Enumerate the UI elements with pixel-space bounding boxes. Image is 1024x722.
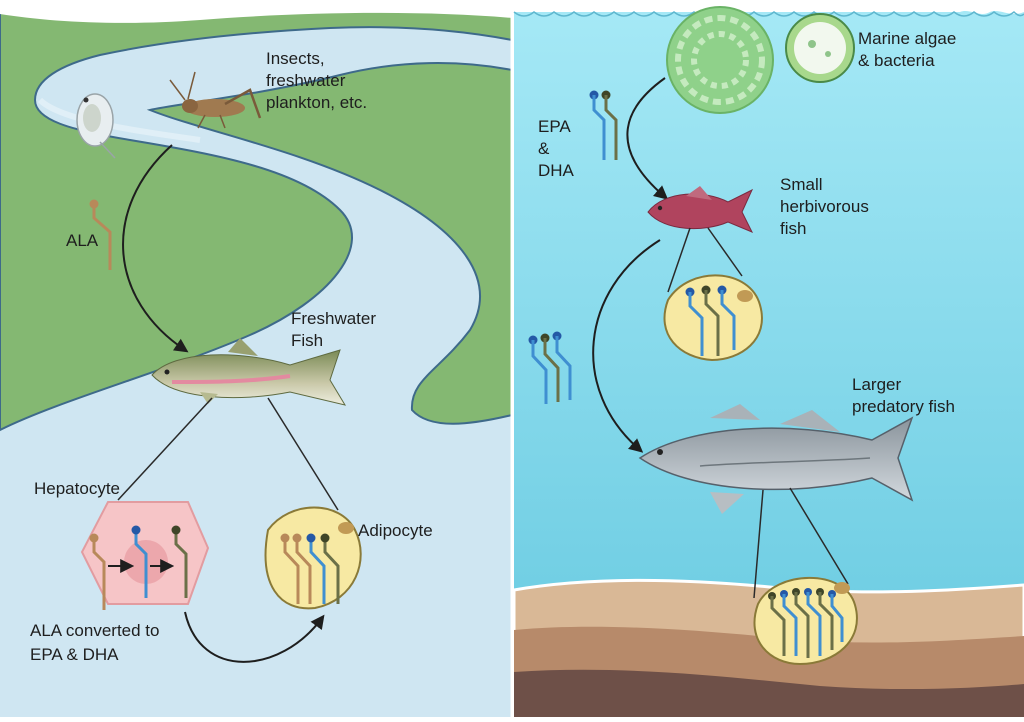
seabed-bottom bbox=[514, 669, 1024, 717]
water-flea-icon bbox=[76, 93, 116, 159]
small-fish-label: Small herbivorous fish bbox=[780, 175, 874, 238]
sky-strip bbox=[0, 0, 512, 23]
prey-label: Insects, freshwater plankton, etc. bbox=[266, 49, 367, 112]
conversion-label: ALA converted to EPA & DHA bbox=[30, 621, 164, 664]
diatom-icon bbox=[666, 6, 774, 114]
adipocyte-cell bbox=[264, 506, 362, 610]
producer-label-line2: & bacteria bbox=[858, 51, 935, 70]
epa-dha-label-line2: & bbox=[538, 139, 550, 158]
small-fish-icon bbox=[647, 186, 754, 233]
epa-dha-molecule-icon bbox=[589, 90, 618, 160]
ala-molecule-icon bbox=[89, 199, 112, 270]
large-fish-label: Larger predatory fish bbox=[852, 375, 955, 416]
freshwater-fish-label-line2: Fish bbox=[291, 331, 323, 350]
freshwater-fish-label-line1: Freshwater bbox=[291, 309, 376, 328]
large-fish-connector-right bbox=[789, 487, 849, 585]
epa-dha-label: EPA & DHA bbox=[538, 117, 575, 180]
conversion-label-line2: EPA & DHA bbox=[30, 645, 119, 664]
epa-dha-label-line3: DHA bbox=[538, 161, 575, 180]
small-fish-cell bbox=[663, 274, 763, 362]
adipocyte-label: Adipocyte bbox=[358, 521, 433, 540]
ala-label: ALA bbox=[66, 231, 99, 250]
small-fish-label-line3: fish bbox=[780, 219, 806, 238]
freshwater-fish-label: Freshwater Fish bbox=[291, 309, 381, 350]
conversion-label-line1: ALA converted to bbox=[30, 621, 159, 640]
sea-surface bbox=[513, 10, 1024, 17]
small-fish-connector-left bbox=[667, 227, 691, 293]
marine-panel: Marine algae & bacteria EPA & DHA Small … bbox=[512, 0, 1024, 719]
prey-label-line3: plankton, etc. bbox=[266, 93, 367, 112]
epa-dha-label-line1: EPA bbox=[538, 117, 571, 136]
large-fish-label-line1: Larger bbox=[852, 375, 901, 394]
bacteria-icon bbox=[785, 13, 855, 83]
hepatocyte-to-adipocyte-arrow bbox=[184, 611, 325, 663]
prey-label-line1: Insects, bbox=[266, 49, 325, 68]
small-to-large-fish-arrow bbox=[592, 239, 661, 453]
producer-label: Marine algae & bacteria bbox=[858, 29, 961, 70]
small-fish-label-line2: herbivorous bbox=[780, 197, 869, 216]
epa-dha-molecule-free-icon bbox=[528, 331, 572, 404]
freshwater-panel: Insects, freshwater plankton, etc. ALA F… bbox=[0, 0, 513, 717]
small-fish-connector-right bbox=[707, 227, 743, 277]
prey-label-line2: freshwater bbox=[266, 71, 346, 90]
large-fish-label-line2: predatory fish bbox=[852, 397, 955, 416]
hepatocyte-label: Hepatocyte bbox=[34, 479, 120, 498]
large-fish-cell bbox=[753, 577, 858, 666]
large-fish-icon bbox=[638, 404, 914, 514]
cricket-icon bbox=[169, 71, 262, 129]
hepatocyte-cell bbox=[80, 501, 210, 610]
large-fish-connector-left bbox=[753, 489, 764, 599]
algae-to-fish-arrow bbox=[626, 77, 669, 200]
producer-label-line1: Marine algae bbox=[858, 29, 956, 48]
fish-to-adipocyte-line bbox=[267, 397, 339, 511]
prey-to-fish-arrow bbox=[122, 144, 189, 353]
land-right bbox=[146, 62, 513, 425]
fish-to-hepatocyte-line bbox=[117, 397, 213, 501]
freshwater-fish-icon bbox=[151, 338, 347, 406]
small-fish-label-line1: Small bbox=[780, 175, 823, 194]
